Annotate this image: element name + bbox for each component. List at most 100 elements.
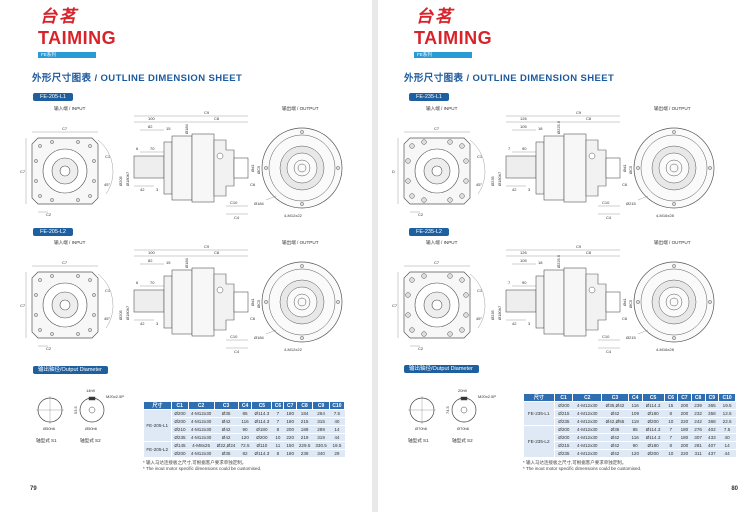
column-header: C5 — [641, 393, 665, 402]
shaft-tap: M20x2.5P — [478, 394, 496, 399]
bolt-hole — [34, 313, 38, 317]
bolt-hole — [76, 332, 80, 336]
table-cell: Ø114.3 — [251, 409, 272, 418]
dim-label-c4: C4 — [606, 215, 612, 220]
table-cell: 7 — [271, 409, 284, 418]
bolt-hole — [92, 179, 96, 183]
table-cell: 239 — [691, 401, 705, 410]
dim-label-flange-dia: Ø184 — [184, 123, 189, 134]
table-cell: 29 — [329, 449, 345, 458]
table-cell: 315 — [312, 417, 330, 426]
bolt-hole — [463, 312, 469, 318]
table-cell: 215 — [296, 417, 313, 426]
table-cell: 242 — [691, 417, 705, 426]
table-cell: 437 — [705, 449, 719, 458]
table-cell: 184 — [296, 409, 313, 418]
gear-housing-2 — [563, 133, 587, 203]
table-cell: 7.5 — [718, 425, 736, 434]
column-header: 尺寸 — [143, 401, 172, 410]
mounting-hole — [672, 130, 676, 134]
table-cell: Ø42 — [601, 441, 629, 450]
bolt-hole — [50, 332, 54, 336]
table-cell: 19.5 — [329, 441, 345, 450]
table-cell: 116 — [628, 433, 643, 442]
dim-label-c4: C4 — [234, 215, 240, 220]
dim-label-k: 42 — [140, 187, 145, 192]
table-cell: 8 — [271, 425, 284, 434]
bolt-hole — [88, 278, 92, 282]
dim-label-c6: C6 — [250, 182, 256, 187]
leader-line — [265, 329, 277, 335]
input-flange-view — [25, 265, 114, 347]
model-cell: FE-205-L2 — [143, 441, 172, 458]
dim-label-c7-vertical: D — [392, 169, 395, 174]
mounting-hole — [300, 336, 304, 340]
table-cell: 109 — [628, 409, 643, 418]
dim-label-a: 126 — [520, 116, 527, 121]
table-cell: 180 — [283, 417, 297, 426]
table-cell: 15 — [664, 401, 678, 410]
table-cell: 7 — [664, 433, 678, 442]
table-cell: 116 — [628, 401, 643, 410]
table-cell: 116 — [238, 417, 252, 426]
table-cell: 180 — [677, 425, 692, 434]
column-header: C3 — [213, 401, 239, 410]
shaft-key-width: 14h9 — [86, 388, 96, 393]
output-view-label: 输出端 / OUTPUT — [282, 106, 319, 112]
dim-label-od1: Ød1 — [622, 298, 627, 306]
table-cell: 12.5 — [718, 409, 736, 418]
bolt-hole — [38, 278, 42, 282]
shaft-s1-label: 轴型式 S1 — [408, 437, 429, 444]
table-notes: * 输入马达连接板之尺寸,可根据客户要求单独定制。* The inout mot… — [143, 460, 345, 472]
table-cell: 407 — [705, 441, 719, 450]
output-flange-view — [633, 261, 715, 343]
table-cell: 11 — [271, 441, 284, 450]
table-cell: 19.5 — [718, 401, 736, 410]
dim-label-f: 70 — [150, 280, 155, 285]
bolt-hole — [38, 194, 42, 198]
dim-label-angle: 45° — [476, 182, 482, 187]
table-cell: 307 — [691, 433, 705, 442]
shaft-key-height: 74.5 — [445, 405, 450, 414]
keyway — [460, 396, 468, 401]
table-cell: 40 — [718, 433, 736, 442]
leader-line — [265, 195, 277, 201]
table-cell: 358 — [705, 409, 719, 418]
dim-label-c4: C4 — [234, 349, 240, 354]
dim-label-c7: C7 — [434, 260, 440, 265]
column-header: C8 — [295, 401, 314, 410]
dim-label-bolts: 4-M16x28 — [656, 213, 675, 218]
shaft-s1-dia: Ø50h6 — [43, 426, 56, 431]
bolt-hole — [459, 193, 465, 199]
input-view-label: 输入端 / INPUT — [426, 106, 458, 112]
dim-label-e: 18 — [538, 260, 543, 265]
dim-label-c7-vertical: C7 — [392, 303, 398, 308]
table-cell: 368 — [705, 417, 719, 426]
dim-label-f: 90 — [522, 146, 527, 151]
output-shaft — [233, 157, 249, 179]
table-cell: Ø114.3 — [642, 401, 665, 410]
mounting-hole — [264, 300, 268, 304]
table-cell: 10 — [271, 433, 284, 442]
column-header: C1 — [170, 401, 189, 410]
table-cell: 219 — [296, 433, 313, 442]
shaft-s2-label: 轴型式 S2 — [80, 437, 101, 444]
dim-label-b: 105 — [520, 258, 527, 263]
note-line: * The inout motor specific dimensions co… — [143, 466, 262, 471]
mounting-hole — [300, 264, 304, 268]
table-cell: 8 — [664, 441, 678, 450]
dim-label-angle: 45° — [476, 316, 482, 321]
table-cell: 232 — [691, 409, 705, 418]
output-circle — [669, 163, 679, 173]
page-number: 80 — [731, 486, 738, 492]
gear-housing-2 — [191, 133, 215, 203]
table-cell: Ø210 — [171, 425, 189, 434]
dim-label-c6: C6 — [250, 316, 256, 321]
bolt-hole — [88, 144, 92, 148]
